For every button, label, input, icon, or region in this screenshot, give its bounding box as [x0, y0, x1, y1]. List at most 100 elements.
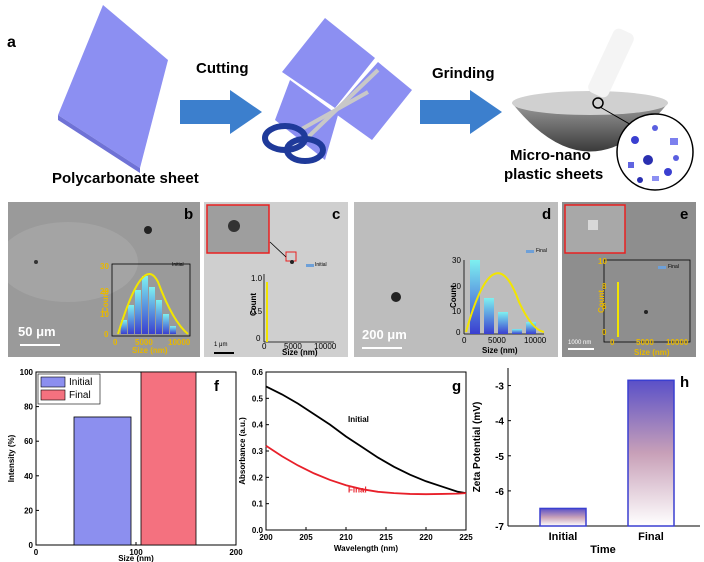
arrow-right-icon	[420, 90, 502, 134]
axis-xlabel: Size (nm)	[282, 348, 318, 357]
legend-text: Final	[69, 390, 91, 401]
ytick: 6	[602, 302, 607, 311]
series-label-initial: Initial	[348, 415, 369, 424]
sem-image-b: b 50 μm Initial Size (nm) Count 0 5000 1…	[8, 202, 200, 357]
polycarbonate-caption: Polycarbonate sheet	[52, 170, 199, 187]
scale-bar-label: 1 μm	[214, 342, 228, 348]
particles-zoom-icon	[616, 113, 694, 191]
arrow-right-icon	[180, 90, 262, 134]
ytick: 0	[602, 328, 607, 337]
sem-image-d: d 200 μm Final Size (nm) Count 0 5000 10…	[354, 202, 558, 357]
xtick-label: 0	[34, 548, 39, 557]
ytick-label: 0.0	[252, 526, 264, 535]
polycarbonate-sheet-icon	[58, 5, 168, 173]
bar-initial	[539, 507, 587, 527]
ytick-label: 100	[20, 368, 34, 377]
ytick-label: 0.1	[252, 500, 264, 509]
legend-label: Final	[668, 264, 679, 270]
panel-letter-e: e	[680, 206, 689, 223]
legend-swatch	[40, 389, 66, 401]
ytick-label: 0.4	[252, 421, 264, 430]
xtick-label: 200	[229, 548, 243, 557]
xtick: 5000	[135, 338, 153, 347]
axis-xlabel: Size (nm)	[634, 348, 670, 357]
ytick-label: 60	[24, 437, 33, 446]
step-grinding-label: Grinding	[432, 65, 495, 82]
ytick-label: 0.5	[252, 394, 264, 403]
xtick: 5000	[636, 338, 654, 347]
xtick: 10000	[168, 338, 191, 347]
line-final	[265, 444, 467, 496]
ytick: 0.5	[251, 307, 263, 316]
scale-bar-label: 50 μm	[18, 324, 56, 339]
plot-frame	[265, 371, 467, 531]
scissors-icon	[262, 68, 380, 164]
panel-letter-f: f	[214, 378, 219, 395]
xtick-label: 205	[299, 533, 313, 542]
panel-letter-c: c	[332, 206, 341, 223]
xtick: 0	[462, 336, 467, 345]
ytick-label: -7	[495, 522, 504, 533]
xtick-label: Final	[638, 531, 664, 543]
xtick-label: 225	[459, 533, 473, 542]
xtick: 0	[610, 338, 615, 347]
xtick-label: 220	[419, 533, 433, 542]
panel-letter-d: d	[542, 206, 552, 223]
ytick: 30	[100, 262, 109, 271]
xtick: 0	[113, 338, 118, 347]
xtick: 0	[262, 342, 267, 351]
x-axis-label: Wavelength (nm)	[334, 544, 398, 553]
y-axis-label: Zeta Potential (mV)	[472, 402, 483, 493]
ytick: 1.0	[251, 274, 263, 283]
axis-xlabel: Size (nm)	[482, 346, 518, 355]
bar-final	[627, 379, 675, 527]
ytick-label: 40	[24, 472, 33, 481]
y-axis-label: Absorbance (a.u.)	[238, 417, 247, 485]
xtick: 5000	[284, 342, 302, 351]
axis-xlabel: Size (nm)	[132, 346, 168, 355]
ytick-label: 20	[24, 506, 33, 515]
cut-sheet-icon	[275, 18, 412, 160]
xtick-label: 210	[339, 533, 353, 542]
xtick-label: Initial	[549, 531, 578, 543]
ytick: 30	[452, 256, 461, 265]
ytick: 20	[452, 282, 461, 291]
ytick-label: 80	[24, 403, 33, 412]
ytick-label: 0	[29, 541, 34, 550]
xtick-label: 200	[259, 533, 273, 542]
xtick-label: 215	[379, 533, 393, 542]
schematic-panel: a Cutting Grinding Polycarbonate sheet M…	[0, 0, 704, 200]
panel-letter-a: a	[7, 34, 16, 51]
y-axis-label: Intensity (%)	[7, 434, 16, 482]
histogram-b	[121, 276, 176, 334]
xtick: 10000	[524, 336, 547, 345]
micro-nano-caption-2: plastic sheets	[504, 166, 604, 183]
xtick: 5000	[488, 336, 506, 345]
ytick-label: 0.3	[252, 447, 264, 456]
bar-final	[140, 371, 197, 546]
bar-initial	[73, 416, 132, 546]
ytick: 20	[100, 287, 109, 296]
x-axis-label: Size (nm)	[118, 554, 154, 562]
step-cutting-label: Cutting	[196, 60, 249, 77]
ytick-label: 0.6	[252, 368, 264, 377]
ytick: 0	[456, 328, 461, 337]
panel-letter-h: h	[680, 374, 690, 391]
ytick-label: -3	[495, 382, 504, 393]
ytick: 10	[100, 310, 109, 319]
sem-image-e: e 1000 nm Final Size (nm) Count 0 5000 1…	[562, 202, 696, 357]
legend-label: Initial	[172, 262, 184, 268]
ytick-label: -5	[495, 452, 504, 463]
line-initial	[265, 385, 467, 495]
histogram-d	[470, 260, 536, 334]
sem-image-c: c 1 μm Initial Size (nm) Count 0 5000 10…	[204, 202, 348, 357]
ytick-label: -6	[495, 487, 504, 498]
legend-label: Final	[536, 248, 547, 254]
series-label-final: Final	[348, 485, 367, 494]
x-axis-label: Time	[590, 544, 615, 556]
panel-letter-g: g	[452, 378, 462, 395]
legend-label: Initial	[315, 262, 327, 268]
micro-nano-caption-1: Micro-nano	[510, 147, 591, 164]
ytick: 0	[256, 334, 261, 343]
